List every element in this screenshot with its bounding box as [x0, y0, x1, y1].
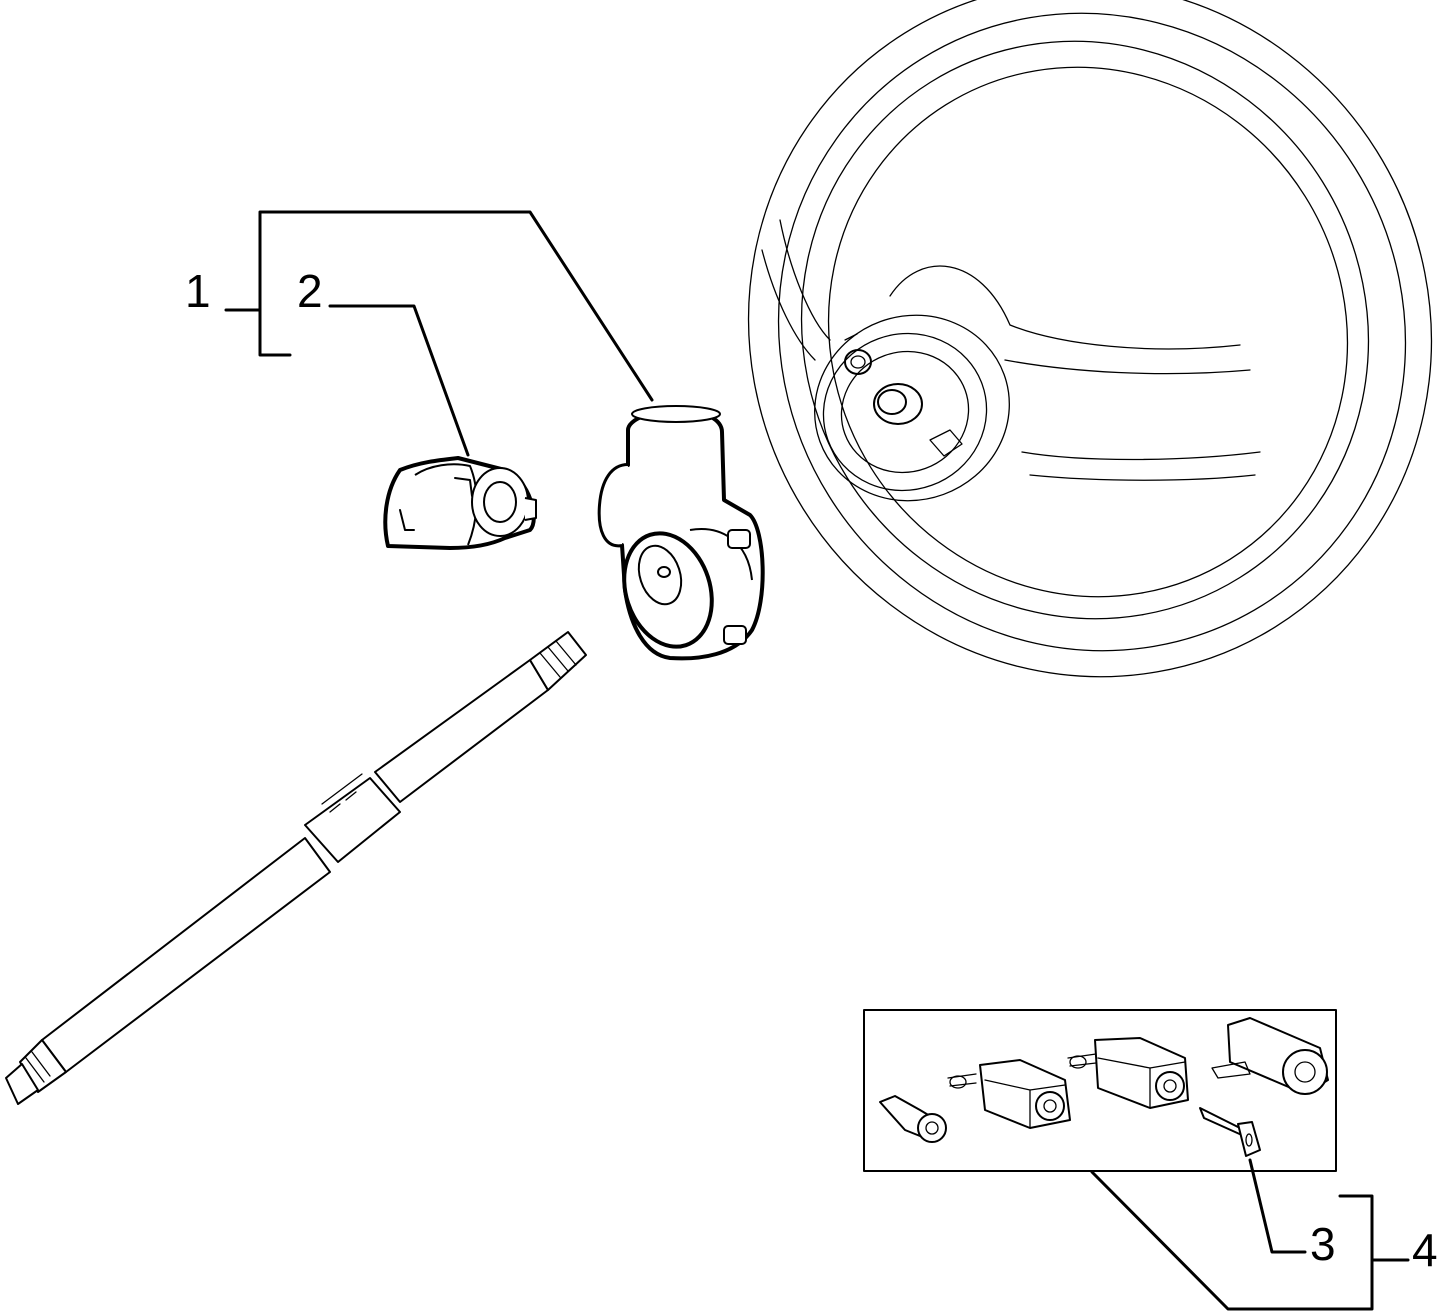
callout-4: 4	[1412, 1224, 1438, 1276]
ignition-cylinder-inset	[1211, 1017, 1329, 1095]
steering-shaft	[5, 631, 587, 1105]
callout-1: 1	[185, 265, 211, 317]
key	[1199, 1107, 1261, 1157]
callout-3: 3	[1310, 1218, 1336, 1270]
leader-lines	[224, 210, 1410, 1311]
door-lock-cylinder-small	[879, 1095, 947, 1143]
steering-wheel	[747, 0, 1433, 678]
ignition-lock-cylinder	[383, 456, 537, 550]
steering-lock-housing	[597, 405, 765, 661]
door-lock-block-left	[947, 1059, 1071, 1129]
door-lock-block-right	[1067, 1037, 1189, 1109]
callout-2: 2	[297, 265, 323, 317]
key-set-inset	[863, 1009, 1337, 1172]
